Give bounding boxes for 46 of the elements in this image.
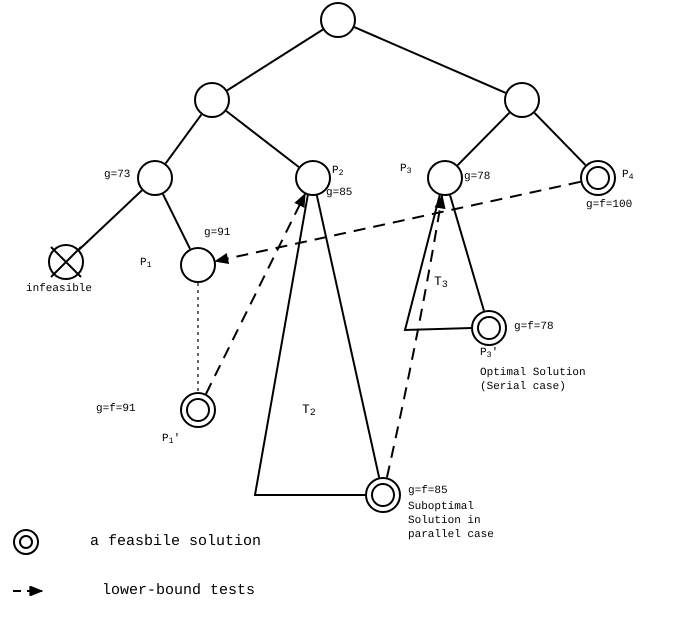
node-annotation: g=f=85 (408, 484, 449, 498)
tree-edge (78, 190, 143, 250)
node-annotation: g=78 (464, 170, 492, 184)
node-annotation: P$_{1}$' (162, 432, 182, 446)
node-annotation: P$_{2}$ (332, 164, 345, 178)
node-annotation: g=f=100 (586, 198, 634, 212)
tree-edge (354, 26, 506, 94)
node-annotation: g=f=78 (514, 320, 555, 334)
tree-edge (226, 110, 300, 168)
dotted-line (197, 283, 199, 392)
double-circle-node (181, 393, 215, 427)
circle-node (428, 161, 462, 195)
subtree-label: T$_{3}$ (434, 273, 448, 292)
dashed-arrow (386, 194, 446, 478)
dashed-arrow (214, 180, 581, 264)
tree-edge (316, 195, 380, 478)
dashed-arrow (205, 192, 306, 394)
legend-text: lower-bound tests (102, 581, 256, 601)
circle-node (321, 3, 355, 37)
node-annotation: g=91 (204, 226, 232, 240)
double-circle-node (366, 478, 400, 512)
circle-node (195, 83, 229, 117)
tree-edge (226, 28, 324, 92)
circle-node (138, 161, 172, 195)
subtree-label: T$_{2}$ (302, 401, 316, 420)
node-annotation: g=f=91 (96, 402, 137, 416)
crossed-circle-node (49, 245, 83, 279)
node-annotation: Optimal Solution (Serial case) (480, 366, 587, 394)
double-circle-node (581, 161, 615, 195)
node-annotation: P$_{4}$ (622, 168, 635, 182)
legend-text: a feasbile solution (90, 532, 262, 552)
node-annotation: Suboptimal Solution in parallel case (408, 500, 495, 542)
tree-edge (456, 112, 510, 166)
node-annotation: P$_{3}$ (400, 162, 413, 176)
tree-edge (164, 114, 202, 164)
node-annotation: g=85 (326, 186, 354, 200)
node-annotation: g=73 (104, 168, 132, 182)
node-annotation: P$_{1}$ (140, 256, 153, 270)
tree-edge (449, 194, 485, 312)
circle-node (505, 83, 539, 117)
tree-edge (534, 112, 586, 166)
node-annotation: infeasible (26, 282, 94, 296)
node-annotation: P$_{3}$' (480, 346, 500, 360)
circle-node (181, 248, 215, 282)
double-circle-node (472, 311, 506, 345)
tree-edge (162, 194, 191, 250)
